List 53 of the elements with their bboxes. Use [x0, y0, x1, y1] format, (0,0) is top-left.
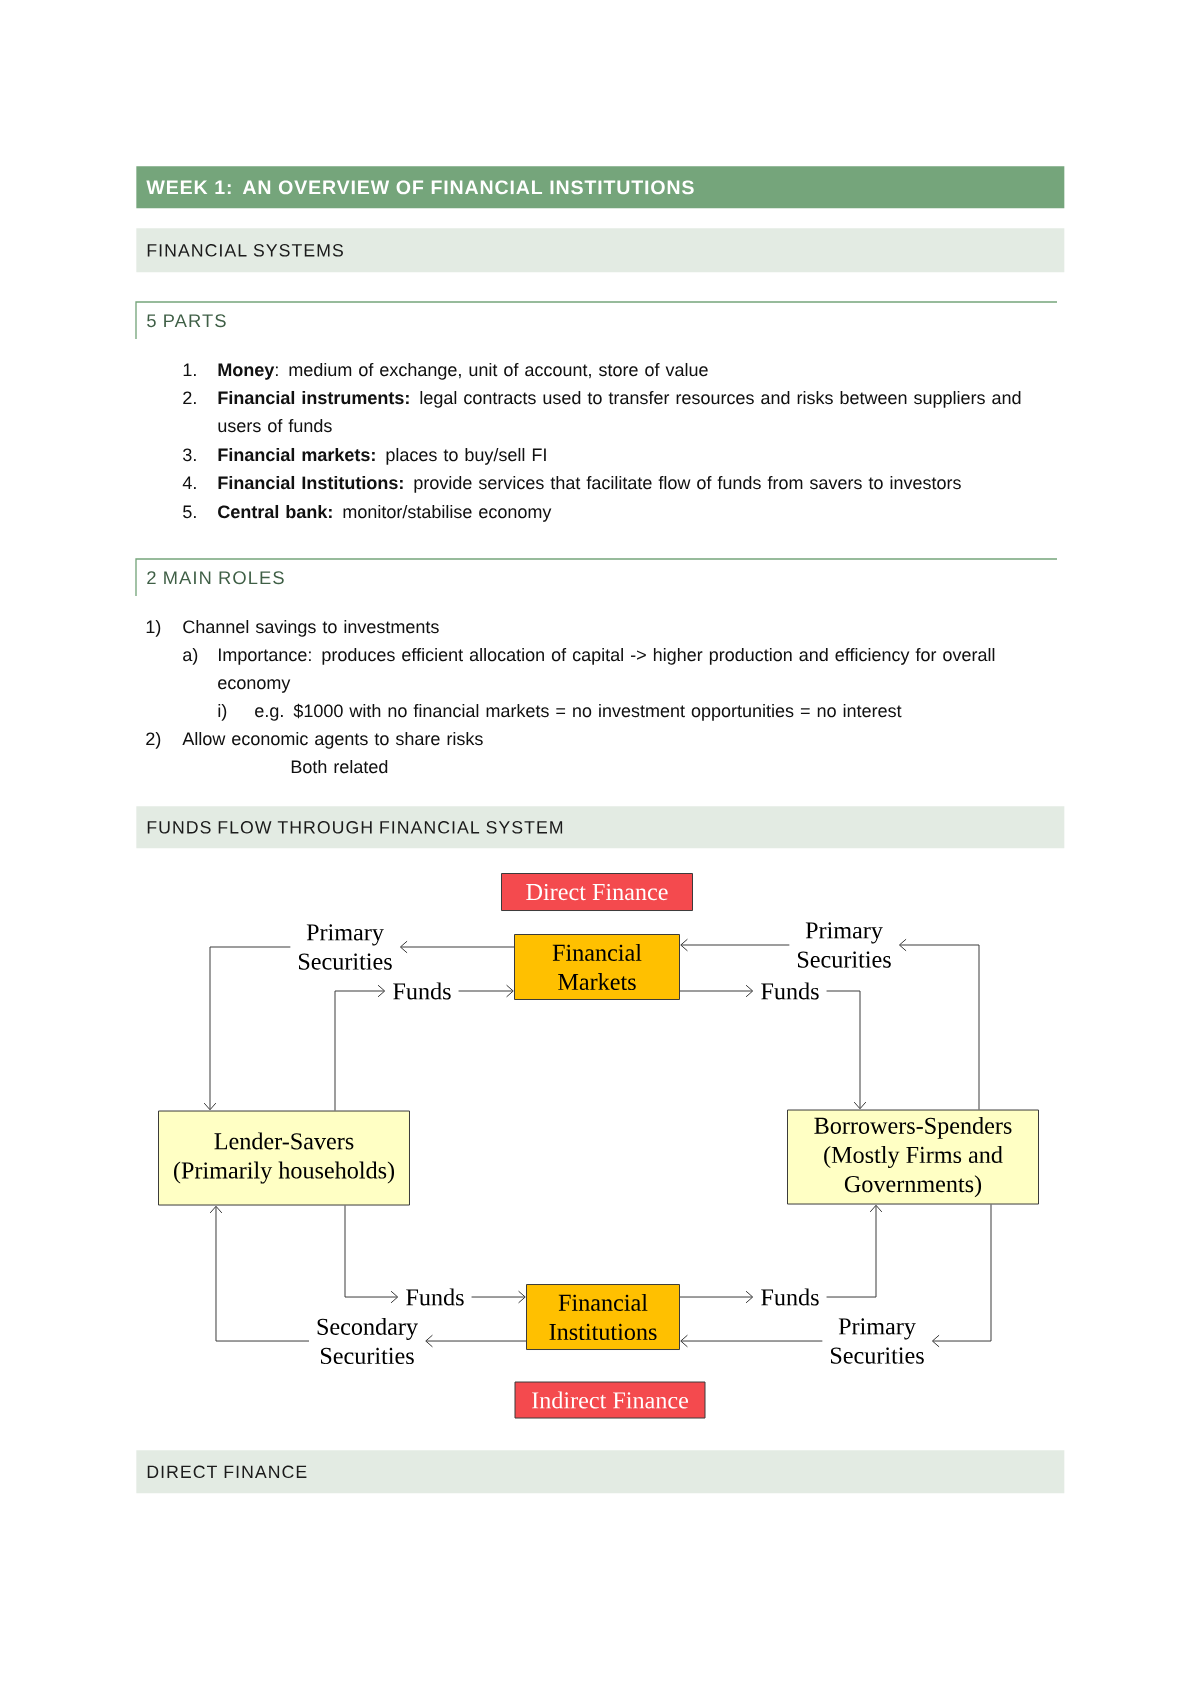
list-number: 4. [182, 476, 196, 489]
list-item-text: Central bank: monitor/stabilise economy [218, 504, 552, 522]
flow-label: Funds [406, 1288, 464, 1306]
flow-label: Funds [761, 982, 819, 1000]
list-number: a) [183, 647, 198, 665]
list-number: 5. [183, 505, 196, 519]
arrow [898, 938, 980, 1110]
list-item-text: Both related [291, 759, 388, 774]
list-item-text: Money: medium of exchange, unit of account, store of value [218, 362, 708, 380]
section-heading-bar: DIRECT FINANCE [136, 1450, 1065, 1494]
subheading: 2 MAIN ROLES [147, 571, 284, 585]
arrow [334, 984, 386, 1111]
finance-label-box: Direct Finance [501, 873, 693, 911]
section-heading-bar: FINANCIAL SYSTEMS [136, 228, 1065, 273]
institution-box: Financial Markets [514, 934, 680, 1000]
list-item-text: Channel savings to investments [183, 619, 439, 637]
list-item-text: Allow economic agents to share risks [182, 731, 483, 749]
arrow [425, 1334, 527, 1348]
party-box: Lender-Savers (Primarily households) [158, 1110, 410, 1206]
flow-label: Funds [761, 1288, 819, 1306]
flow-label: Secondary Securities [317, 1317, 418, 1365]
arrow [679, 1290, 754, 1304]
list-number: i) [218, 703, 227, 721]
list-number: 2) [146, 731, 161, 749]
institution-box: Financial Institutions [526, 1284, 680, 1350]
arrow [344, 1205, 399, 1304]
arrow [826, 990, 867, 1110]
list-item-text: Financial Institutions: provide services that facilitate flow of funds from savers to investors [218, 475, 961, 493]
flow-label: Primary Securities [831, 1318, 924, 1364]
list-number: 3. [183, 448, 196, 462]
flow-label: Primary Securities [298, 924, 392, 970]
arrow [679, 984, 754, 998]
section-heading-bar: FUNDS FLOW THROUGH FINANCIAL SYSTEM [136, 806, 1065, 849]
arrow [931, 1204, 992, 1348]
finance-label-box: Indirect Finance [514, 1381, 706, 1419]
subheading: 5 PARTS [147, 314, 226, 328]
title-bar: WEEK 1: AN OVERVIEW OF FINANCIAL INSTITUTIONS [136, 166, 1065, 209]
flow-label: Primary Securities [798, 922, 891, 968]
arrow [471, 1290, 526, 1304]
list-number: 1) [146, 619, 161, 637]
arrow [680, 1334, 823, 1348]
flow-label: Funds [393, 982, 451, 1000]
list-number: 1. [183, 363, 196, 376]
arrow [680, 938, 790, 952]
party-box: Borrowers-Spenders (Mostly Firms and Governments) [787, 1109, 1039, 1205]
arrow [203, 946, 291, 1111]
list-item-text: e.g. $1000 with no financial markets = no investment opportunities = no interest [255, 703, 902, 721]
arrow [209, 1205, 310, 1342]
list-item-text: Financial markets: places to buy/sell FI [218, 447, 546, 465]
list-number: 2. [183, 391, 196, 404]
arrow [399, 940, 515, 954]
arrow [826, 1204, 883, 1298]
arrow [458, 984, 514, 998]
